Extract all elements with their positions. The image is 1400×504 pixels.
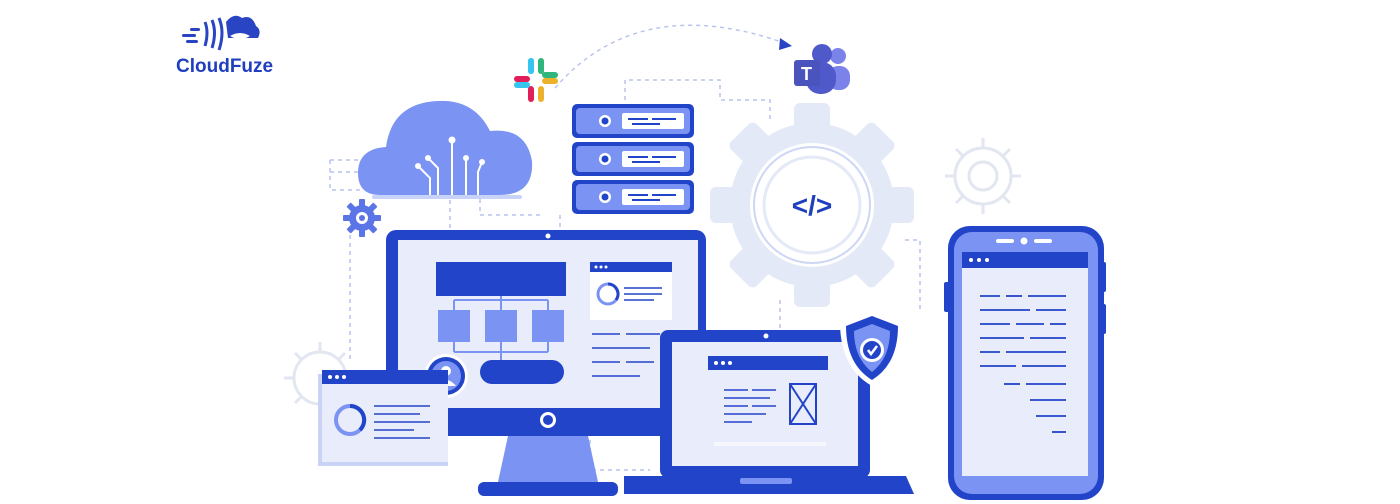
text-lines [592, 333, 660, 377]
cloud-icon [358, 100, 533, 199]
laptop [624, 330, 914, 494]
svg-text:T: T [801, 64, 812, 84]
slack-logo-icon [514, 58, 558, 102]
code-gear-icon: </> [710, 103, 914, 307]
arrow-head-icon [779, 38, 792, 50]
floating-window [318, 370, 448, 466]
cloudfuze-waves-logo-icon [182, 15, 260, 51]
code-symbol: </> [792, 190, 832, 221]
mobile-phone [944, 226, 1106, 500]
server-stack-icon [572, 104, 694, 214]
phone-text-lines [980, 295, 1066, 433]
shield-check-icon [840, 310, 904, 386]
outline-gear-icon [945, 138, 1021, 214]
server-unit [572, 104, 694, 138]
small-gear-icon [343, 199, 381, 237]
brand-name: CloudFuze [176, 56, 273, 77]
flowchart-diagram [436, 262, 566, 384]
cloudfuze-logo[interactable]: CloudFuze [176, 15, 273, 77]
server-unit [572, 180, 694, 214]
mini-window-card [590, 262, 672, 320]
microsoft-teams-logo-icon: T [794, 44, 850, 94]
server-unit [572, 142, 694, 176]
